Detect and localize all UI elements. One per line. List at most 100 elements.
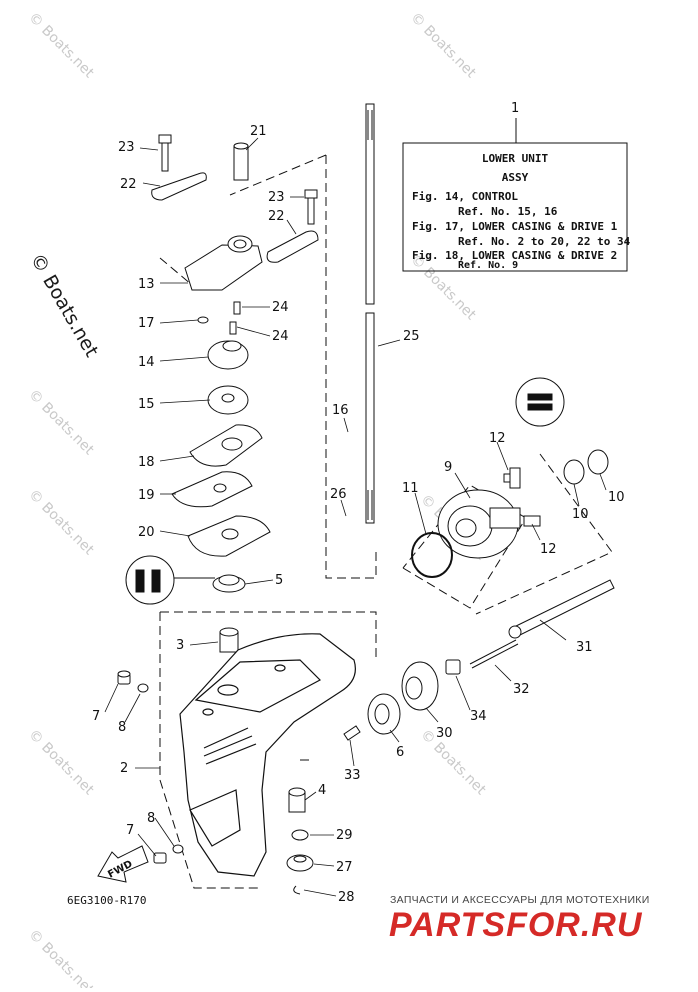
label-28: 28 (338, 890, 355, 905)
washer-17 (197, 316, 209, 324)
watermark-text: © Boats.net (25, 927, 97, 988)
brand-logo: PARTSFOR.RU (389, 906, 643, 944)
bolt-12-upper (503, 467, 521, 489)
plate-22-right (266, 230, 319, 263)
label-24: 24 (272, 329, 289, 344)
info-box-line: Fig. 18, LOWER CASING & DRIVE 2 (412, 249, 617, 262)
label-23: 23 (118, 140, 135, 155)
info-box-line: Ref. No. 15, 16 (458, 205, 558, 218)
watermark-text: © Boats.net (25, 387, 97, 459)
pinion-27 (286, 854, 314, 872)
sleeve-21 (233, 142, 249, 181)
bolt-23-left (158, 134, 172, 172)
label-17: 17 (138, 316, 155, 331)
label-4: 4 (318, 783, 326, 798)
impeller-15 (207, 385, 249, 415)
label-13: 13 (138, 277, 155, 292)
label-22: 22 (120, 177, 137, 192)
label-33: 33 (344, 768, 361, 783)
label-24: 24 (272, 300, 289, 315)
label-8: 8 (118, 720, 126, 735)
label-25: 25 (403, 329, 420, 344)
gasket-20 (187, 515, 271, 557)
label-7: 7 (126, 823, 134, 838)
label-29: 29 (336, 828, 353, 843)
oring-11 (411, 532, 453, 578)
label-7: 7 (92, 709, 100, 724)
brand-tagline: ЗАПЧАСТИ И АКСЕССУАРЫ ДЛЯ МОТОТЕХНИКИ (390, 894, 650, 906)
watermark-text: © Boats.net (417, 727, 489, 799)
plug-7-upper (117, 670, 131, 685)
label-34: 34 (470, 709, 487, 724)
label-8: 8 (147, 811, 155, 826)
label-5: 5 (275, 573, 283, 588)
insert-14 (207, 340, 249, 370)
label-3: 3 (176, 638, 184, 653)
label-32: 32 (513, 682, 530, 697)
bearing-10 (563, 449, 609, 485)
shim-29 (291, 829, 309, 841)
info-box-title: LOWER UNIT (482, 152, 549, 165)
gear-30 (401, 661, 439, 711)
leader-lines (104, 137, 607, 897)
pin-24 (229, 301, 241, 335)
propeller-shaft-31 (508, 579, 615, 639)
label-31: 31 (576, 640, 593, 655)
clutch-34 (445, 659, 461, 675)
label-21: 21 (250, 124, 267, 139)
label-23: 23 (268, 190, 285, 205)
label-10: 10 (608, 490, 625, 505)
info-box-line: Fig. 14, CONTROL (412, 190, 518, 203)
label-20: 20 (138, 525, 155, 540)
label-14: 14 (138, 355, 155, 370)
drive-shaft (365, 103, 375, 524)
label-27: 27 (336, 860, 353, 875)
label-2: 2 (120, 761, 128, 776)
watermark-text: © Boats.net (25, 10, 97, 82)
label-22: 22 (268, 209, 285, 224)
info-box-subtitle: ASSY (502, 171, 529, 184)
watermark-main: © Boats.net (26, 250, 103, 361)
seal-detail-5 (125, 555, 215, 605)
info-box: 1 LOWER UNIT ASSY Fig. 14, CONTROL Ref. … (402, 101, 631, 272)
plug-7-lower (153, 852, 167, 864)
lower-casing-2 (179, 633, 356, 877)
pin-33 (343, 725, 361, 741)
plate-22-left (151, 172, 207, 201)
label-16: 16 (332, 403, 349, 418)
part-labels: 23 22 21 23 22 13 17 24 24 14 15 18 19 2… (92, 124, 625, 905)
info-box-line: Ref. No. 2 to 20, 22 to 34 (458, 235, 631, 248)
label-26: 26 (330, 487, 347, 502)
spring-32 (469, 639, 519, 669)
fwd-arrow-icon: FWD (97, 845, 149, 883)
label-19: 19 (138, 488, 155, 503)
watermark-text: © Boats.net (25, 487, 97, 559)
washer-8-upper (137, 683, 149, 693)
diagram-code: 6EG3100-R170 (67, 894, 146, 907)
label-10: 10 (572, 507, 589, 522)
label-9: 9 (444, 460, 452, 475)
plate-19 (171, 471, 253, 508)
seal-5 (212, 574, 246, 593)
bolt-23-right (304, 189, 318, 225)
pump-housing-13 (184, 235, 263, 291)
bushing-3 (219, 627, 239, 653)
label-11: 11 (402, 481, 419, 496)
gasket-18 (189, 424, 263, 467)
watermark-text: © Boats.net (25, 727, 97, 799)
bolt-12-lower (523, 515, 541, 527)
info-box-line: Ref. No. 9 (458, 260, 518, 271)
watermark-text: © Boats.net (407, 10, 479, 82)
label-15: 15 (138, 397, 155, 412)
seal-detail-10 (515, 377, 565, 427)
label-30: 30 (436, 726, 453, 741)
washer-8-lower (172, 844, 184, 854)
bearing-6 (367, 693, 401, 735)
label-1: 1 (511, 101, 519, 116)
label-18: 18 (138, 455, 155, 470)
bushing-4 (288, 787, 306, 813)
clip-28 (293, 885, 301, 895)
info-box-line: Fig. 17, LOWER CASING & DRIVE 1 (412, 220, 618, 233)
